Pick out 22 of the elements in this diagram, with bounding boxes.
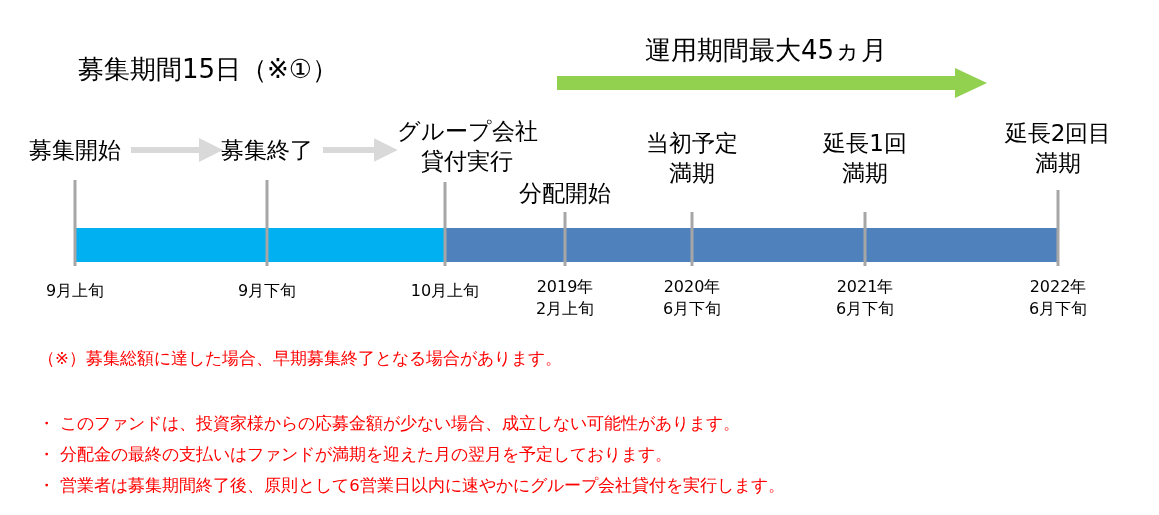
arrow [131,138,223,162]
milestone-label: 延長2回目満期 [1001,118,1115,178]
date-label: 2021年6月下旬 [834,276,896,320]
note-text: ・ このファンドは、投資家様からの応募金額が少ない場合、成立しない可能性があります。 [38,413,741,435]
footnote: （※）募集総額に達した場合、早期募集終了となる場合があります。 [38,348,562,370]
period-label: 募集期間15日（※①） [78,53,339,86]
milestone-label: 募集開始 [29,135,121,165]
milestone-label: 募集終了 [221,135,313,165]
date-label: 10月上旬 [410,280,480,302]
date-label: 2020年6月下旬 [661,276,723,320]
date-label: 2019年2月上旬 [534,276,596,320]
date-label: 2022年6月下旬 [1027,276,1089,320]
date-label: 9月下旬 [237,280,297,302]
milestone-label: 分配開始 [519,178,611,208]
period-label: 運用期間最大45ヵ月 [645,34,888,67]
note-text: ・ 営業者は募集期間終了後、原則として6営業日以内に速やかにグループ会社貸付を実行します。 [38,475,785,497]
date-label: 9月上旬 [45,280,105,302]
milestone-label: グループ会社貸付実行 [395,116,539,176]
milestone-label: 当初予定満期 [643,128,741,188]
note-text: ・ 分配金の最終の支払いはファンドが満期を迎えた月の翌月を予定しております。 [38,444,673,466]
arrow [323,138,398,162]
milestone-label: 延長1回満期 [820,128,910,188]
